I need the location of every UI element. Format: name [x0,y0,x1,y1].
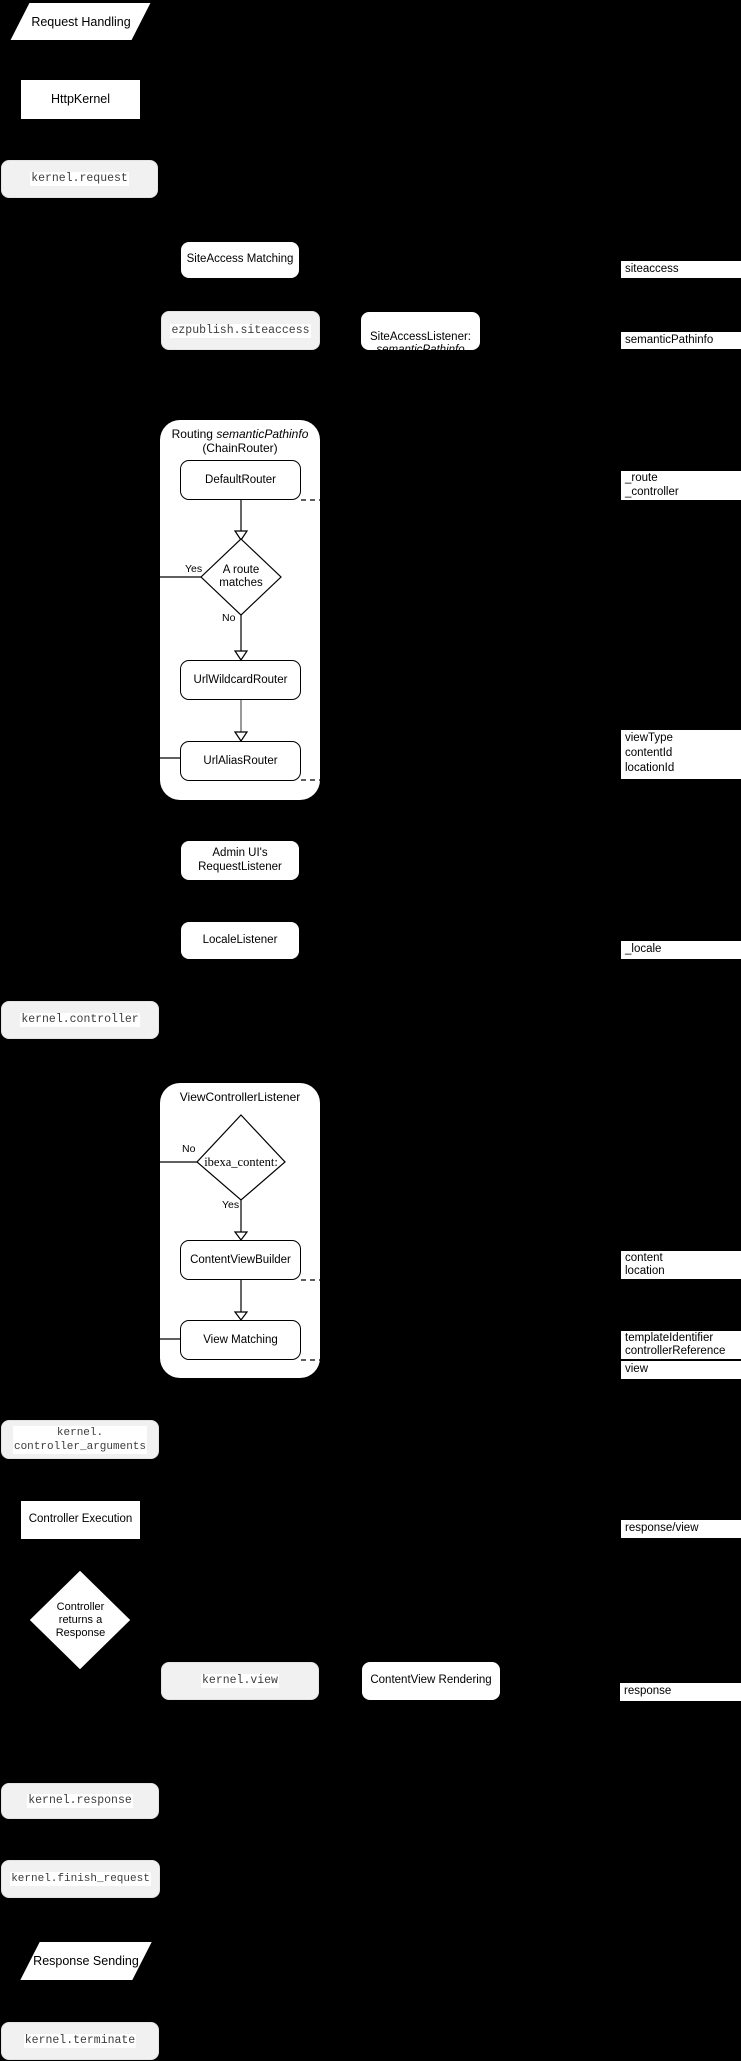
view-matching-node: View Matching [180,1320,301,1360]
url-alias-router-node: UrlAliasRouter [180,741,301,781]
request-handling-label: Request Handling [31,14,131,29]
http-kernel-node: HttpKernel [21,80,140,119]
siteaccess-listener-line1: SiteAccessListener: [370,330,471,343]
kernel-response-code: kernel.response [27,1794,133,1808]
vcl-flow-lines [160,1114,321,1361]
content-view-builder-node: ContentViewBuilder [180,1240,301,1280]
default-router-node: DefaultRouter [180,460,301,500]
content-location-annotation: content location [621,1251,741,1279]
kernel-controller-arguments-code: kernel. controller_arguments [12,1425,148,1454]
siteaccess-annotation: siteaccess [621,261,741,278]
kernel-terminate-event: kernel.terminate [1,2022,159,2060]
kernel-controller-arguments-event: kernel. controller_arguments [1,1420,159,1459]
kernel-response-event: kernel.response [1,1783,159,1819]
siteaccess-listener-node: SiteAccessListener: semanticPathinfo [361,312,480,356]
routing-flow-lines [160,499,321,781]
locale-annotation: _locale [621,941,741,959]
kernel-view-code: kernel.view [201,1674,279,1688]
controller-returns-response-label: Controller returns a Response [55,1600,106,1639]
routing-container-title: Routing semanticPathinfo (ChainRouter) [163,427,317,455]
view-annotation: view [621,1361,741,1379]
semantic-pathinfo-annotation: semanticPathinfo [621,332,741,349]
kernel-finish-request-event: kernel.finish_request [1,1860,160,1898]
siteaccess-matching-node: SiteAccess Matching [181,242,299,278]
locale-listener-node: LocaleListener [181,922,299,959]
ezpublish-siteaccess-event: ezpublish.siteaccess [161,311,320,350]
routing-title-prefix: Routing [171,427,217,441]
response-sending-label: Response Sending [33,1954,139,1968]
kernel-view-event: kernel.view [161,1662,319,1700]
response-view-annotation: response/view [621,1520,741,1538]
response-annotation: response [620,1683,741,1701]
controller-returns-response-diamond [28,1569,132,1671]
siteaccess-listener-line2: semanticPathinfo [376,344,465,356]
view-controller-listener-title: ViewControllerListener [179,1090,301,1104]
template-controller-annotation: templateIdentifier controllerReference [621,1331,741,1359]
routing-title-line2: (ChainRouter) [202,441,278,455]
kernel-finish-request-code: kernel.finish_request [10,1872,151,1886]
kernel-terminate-code: kernel.terminate [23,2034,137,2048]
vcl-no-label: No [182,1143,196,1155]
ibexa-content-diamond-label: ibexa_content: [204,1154,278,1169]
ezpublish-siteaccess-code: ezpublish.siteaccess [170,323,311,338]
routing-no-label: No [222,612,236,624]
url-wildcard-router-node: UrlWildcardRouter [180,660,301,700]
admin-request-listener-node: Admin UI's RequestListener [181,841,299,880]
vcl-yes-label: Yes [222,1199,240,1211]
routing-yes-label: Yes [185,563,203,575]
view-params-annotation: viewType contentId locationId [621,730,741,779]
kernel-controller-event: kernel.controller [1,1001,159,1039]
kernel-request-event: kernel.request [1,160,158,198]
routing-title-italic: semanticPathinfo [216,427,309,441]
controller-execution-node: Controller Execution [21,1501,140,1539]
kernel-controller-code: kernel.controller [20,1013,140,1027]
content-view-rendering-node: ContentView Rendering [362,1662,500,1700]
route-matches-diamond-label: A route matches [219,564,263,589]
kernel-request-code: kernel.request [30,172,129,186]
route-controller-annotation: _route _controller [621,471,741,500]
